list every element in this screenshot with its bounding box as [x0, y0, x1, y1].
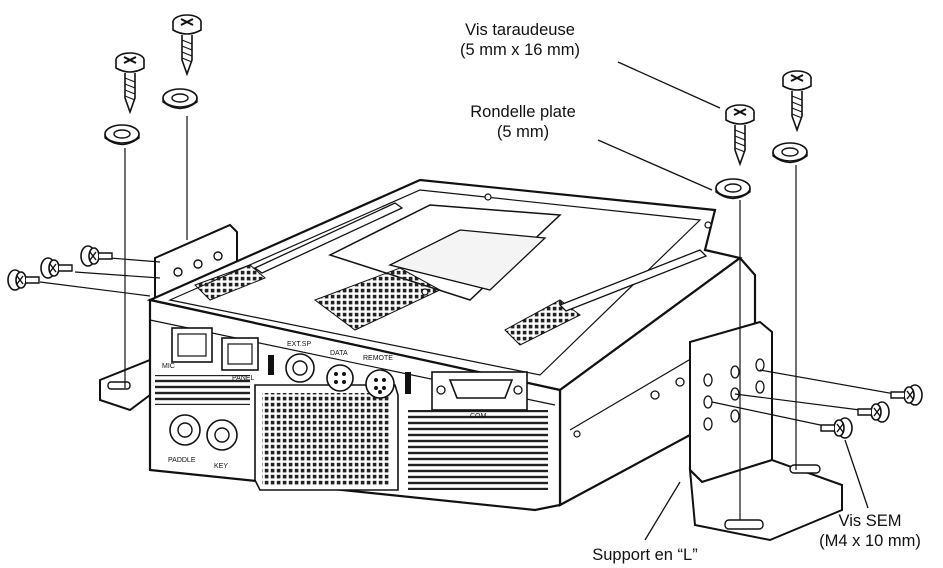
panel-label-remote: REMOTE — [363, 355, 393, 362]
panel-label-ext-sp: EXT.SP — [287, 341, 311, 348]
callout-flat-washer-line1: Rondelle plate — [470, 103, 576, 121]
callout-flat-washer-line2: (5 mm) — [496, 123, 550, 141]
callout-l-bracket-line1: Support en “L” — [592, 546, 698, 564]
callout-l-bracket: Support en “L” — [555, 545, 735, 565]
callout-tapping-screw-line2: (5 mm x 16 mm) — [459, 41, 581, 59]
panel-label-panel: PANEL — [232, 375, 255, 382]
left-tapping-screw-2 — [172, 14, 202, 75]
left-flat-washer-2 — [162, 88, 198, 110]
callout-sems-screw-line2: (M4 x 10 mm) — [819, 532, 921, 550]
callout-flat-washer: Rondelle plate (5 mm) — [448, 102, 598, 142]
callout-tapping-screw-line1: Vis taraudeuse — [465, 21, 575, 39]
right-sems-screw-1 — [890, 384, 923, 406]
panel-label-data: DATA — [330, 350, 348, 357]
radio-chassis: MIC PANEL EXT.SP DATA REMOTE COM PADDLE … — [146, 178, 757, 512]
leader-lines — [597, 61, 869, 541]
panel-label-key: KEY — [214, 463, 228, 470]
callout-tapping-screw: Vis taraudeuse (5 mm x 16 mm) — [420, 20, 620, 60]
right-tapping-screw-2 — [782, 70, 812, 131]
right-l-bracket — [688, 320, 843, 542]
right-tapping-screw-1 — [725, 104, 755, 165]
left-sems-screw-2 — [40, 257, 73, 279]
callout-sems-screw-line1: Vis SEM — [838, 512, 902, 530]
right-flat-washer-1 — [715, 178, 751, 200]
left-sems-screw-1 — [80, 245, 113, 267]
right-flat-washer-2 — [772, 142, 808, 164]
left-sems-screw-3 — [7, 269, 40, 291]
callout-sems-screw: Vis SEM (M4 x 10 mm) — [790, 511, 943, 551]
panel-label-paddle: PADDLE — [168, 457, 196, 464]
right-sems-screw-3 — [820, 417, 853, 439]
left-flat-washer-1 — [104, 124, 140, 146]
right-sems-screw-2 — [857, 401, 890, 423]
panel-label-mic: MIC — [162, 363, 175, 370]
panel-label-com: COM — [470, 413, 487, 420]
alignment-lines — [39, 116, 896, 520]
left-tapping-screw-1 — [115, 52, 145, 113]
